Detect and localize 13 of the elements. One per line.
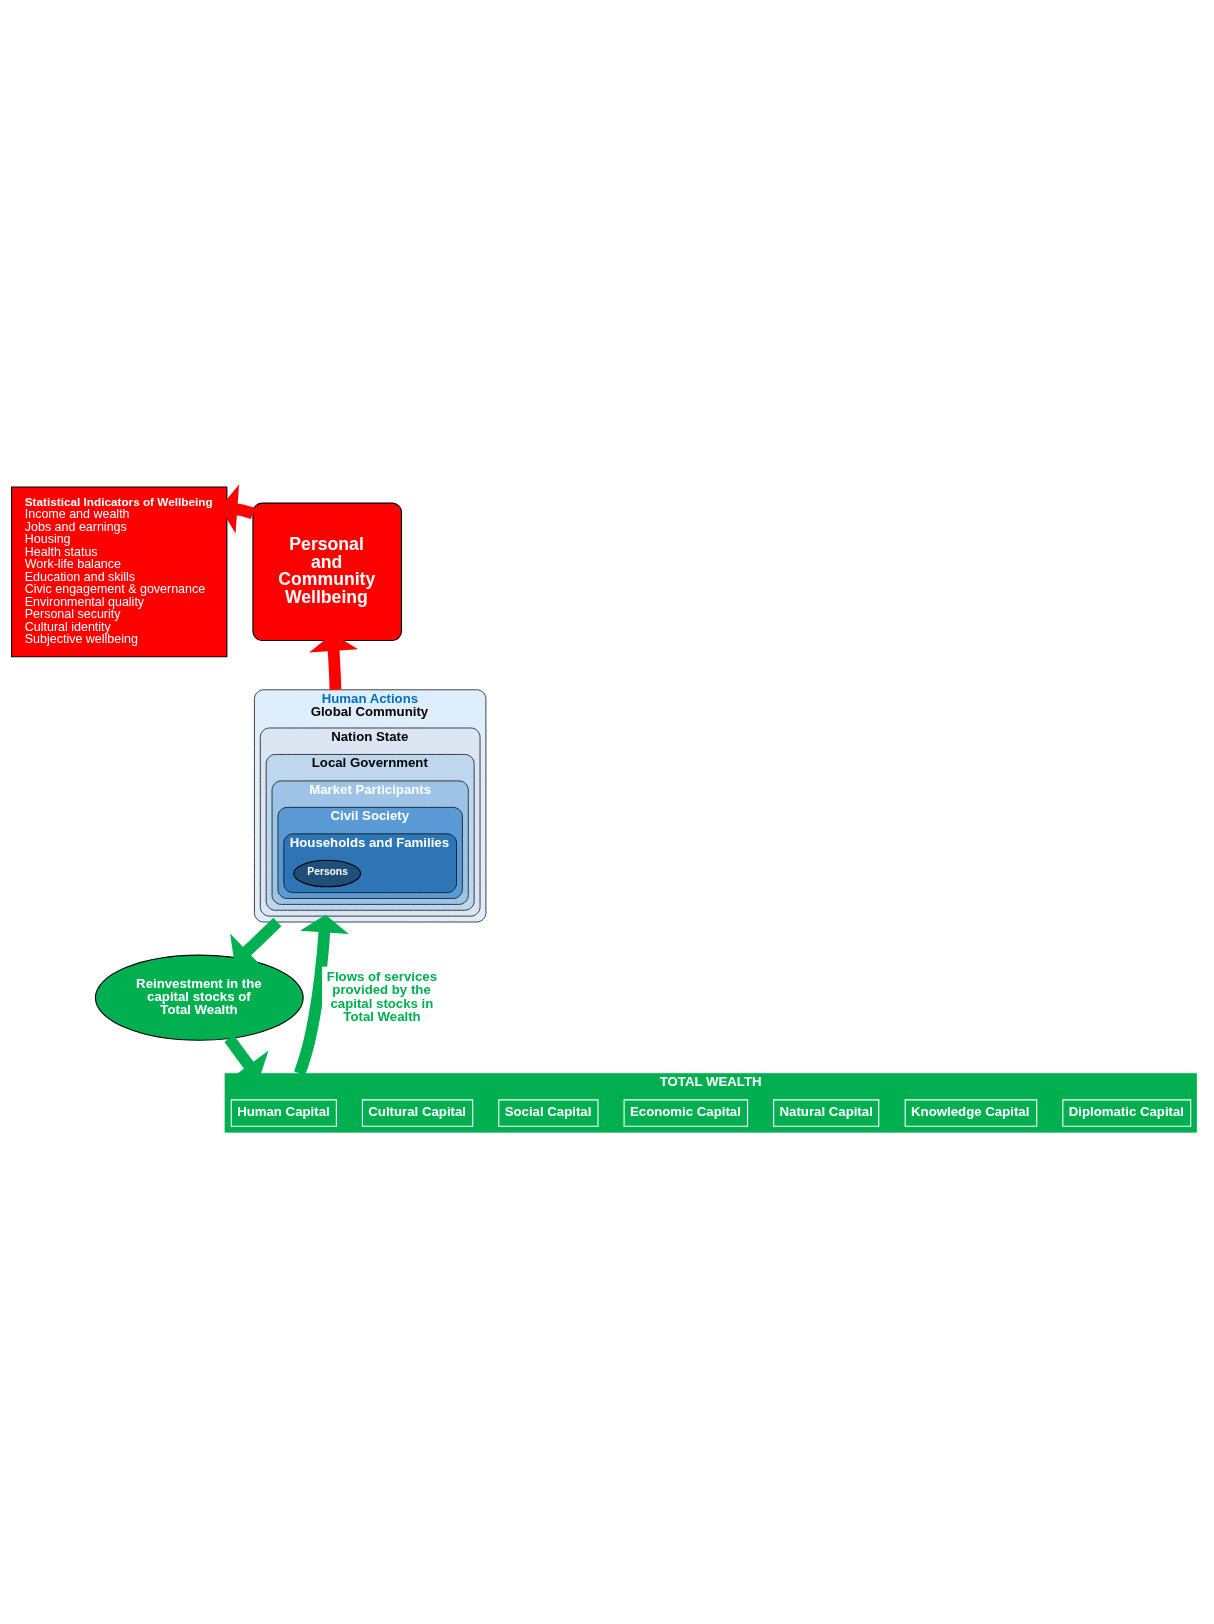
node-box: Statistical Indicators of Wellbeing Income and wealth Jobs and earnings Housing Health status Work-life balance Education and skills Civic engagement & governance Environmental quality Personal security Cultural identity Subjective wellbeing [10, 485, 228, 657]
arrow [294, 914, 349, 1075]
node-ellipse: Reinvestment in the capital stocks of Total Wealth [94, 954, 304, 1041]
node-ellipse: Persons [293, 859, 362, 887]
node-box: Knowledge Capital [904, 1098, 1038, 1127]
node-box: Diplomatic Capital [1062, 1098, 1192, 1127]
node-box: Economic Capital [623, 1098, 749, 1127]
node-box: Human Capital [230, 1098, 337, 1127]
node-box: Social Capital [498, 1098, 599, 1127]
node-box: Personal and Community Wellbeing [252, 502, 402, 641]
edge-label: Flows of services provided by the capital stocks in Total Wealth [326, 968, 438, 1024]
node-box: Cultural Capital [361, 1098, 474, 1127]
node-box: Natural Capital [773, 1098, 880, 1127]
